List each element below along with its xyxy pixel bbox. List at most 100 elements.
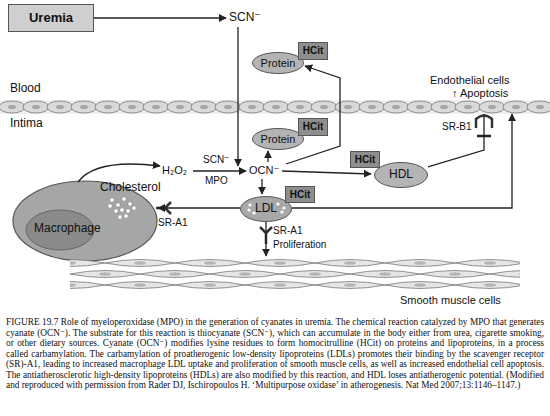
- cell-nucleus: [272, 105, 280, 109]
- endothelial-cell: [431, 101, 457, 113]
- cell-nucleus: [99, 272, 111, 276]
- cell-nucleus: [344, 283, 356, 287]
- ellipse-outline: [253, 129, 304, 150]
- lipoprotein-ellipse: LDL: [240, 196, 292, 222]
- lipid-dot: [280, 210, 283, 213]
- smooth-muscle-cell: [105, 282, 175, 289]
- cell-nucleus: [368, 105, 376, 109]
- band-fill: [0, 100, 550, 114]
- receptor-label: SR-A1: [273, 224, 302, 237]
- flow-arrow: [286, 66, 340, 164]
- ellipse-outline: [241, 197, 292, 222]
- smooth-muscle-cell: [245, 282, 315, 289]
- box-outline: [351, 152, 380, 168]
- cell-nucleus: [274, 283, 286, 287]
- cell-nucleus: [440, 105, 448, 109]
- receptor-symbol: [156, 202, 171, 214]
- hcit-tag: HCit: [298, 118, 328, 136]
- endothelial-cell: [263, 101, 289, 113]
- cell-nucleus: [484, 283, 496, 287]
- cell-nucleus: [80, 105, 88, 109]
- cell-nucleus: [414, 261, 426, 265]
- lipoprotein-ellipse: HDL: [374, 162, 428, 188]
- cell-nucleus: [70, 261, 76, 265]
- cell-nucleus: [224, 105, 232, 109]
- endothelial-cell: [335, 101, 361, 113]
- connector-arrow: [428, 114, 484, 167]
- cell-nucleus: [274, 261, 286, 265]
- smooth-muscle-cell: [420, 271, 490, 278]
- cell-nucleus: [56, 105, 64, 109]
- receptor-symbol: [476, 116, 492, 129]
- ellipse-outline: [375, 163, 428, 188]
- box-outline: [299, 119, 328, 136]
- cell-nucleus: [309, 272, 321, 276]
- node-text: Protein: [261, 133, 296, 146]
- smooth-muscle-cell: [280, 271, 350, 278]
- endothelial-cell: [167, 101, 193, 113]
- smooth-muscle-cell: [315, 282, 385, 289]
- endothelial-cell: [359, 101, 385, 113]
- smooth-muscle-cell: [210, 271, 280, 278]
- condition-box: Uremia: [8, 4, 94, 32]
- node-text: Endothelial cells: [430, 74, 510, 87]
- hcit-tag: HCit: [298, 42, 328, 60]
- smooth-muscle-cell: [105, 260, 175, 267]
- cholesterol-droplet: [108, 204, 112, 208]
- smooth-muscle-cell: [175, 260, 245, 267]
- ellipse-outline: [253, 53, 304, 74]
- cell-nucleus: [152, 105, 160, 109]
- cell-nucleus: [484, 261, 496, 265]
- endothelial-cell: [527, 101, 550, 113]
- flow-arrow: [282, 171, 371, 174]
- node-text: HCit: [303, 45, 324, 57]
- smooth-muscle-cell: [175, 282, 245, 289]
- receptor-label: SR-A1: [158, 216, 187, 229]
- cholesterol-droplet: [128, 202, 132, 206]
- shape-outline: [70, 256, 520, 292]
- ion-label: OCN⁻: [249, 164, 279, 177]
- smooth-muscle-cell: [70, 271, 140, 278]
- protein-ellipse: Protein: [252, 128, 304, 150]
- node-text: HCit: [303, 121, 324, 133]
- cell-nucleus: [344, 105, 352, 109]
- connector-arrow: [265, 222, 266, 256]
- cell-nucleus: [414, 283, 426, 287]
- smooth-muscle-cell: [455, 260, 520, 267]
- cell-nucleus: [248, 105, 256, 109]
- cholesterol-droplet: [114, 209, 118, 213]
- endothelial-cell: [47, 101, 73, 113]
- macrophage-cell: CholesterolMacrophage: [12, 180, 158, 262]
- box-outline: [286, 187, 315, 203]
- receptor-label: SR-B1: [442, 120, 471, 133]
- cholesterol-droplet: [120, 208, 124, 212]
- endothelial-cell: [311, 101, 337, 113]
- figure-caption: FIGURE 19.7 Role of myeloperoxidase (MPO…: [6, 317, 544, 391]
- cell-nucleus: [392, 105, 400, 109]
- box-outline: [299, 43, 328, 60]
- smooth-muscle-cell: [490, 271, 520, 278]
- endothelial-cell: [215, 101, 241, 113]
- flow-arrow: [237, 27, 238, 166]
- cell-nucleus: [200, 105, 208, 109]
- smooth-muscle-cell: [385, 260, 455, 267]
- smooth-muscle-cell: [385, 282, 455, 289]
- cell-nucleus: [176, 105, 184, 109]
- cholesterol-droplet: [118, 215, 122, 219]
- flow-arrow: [78, 164, 160, 182]
- cell-nucleus: [296, 105, 304, 109]
- endothelial-cell: [503, 101, 529, 113]
- cholesterol-droplet: [116, 203, 120, 207]
- cell-nucleus: [416, 105, 424, 109]
- cell-nucleus: [344, 261, 356, 265]
- compartment-label: Blood: [10, 82, 41, 95]
- node-text: HCit: [290, 189, 311, 201]
- cell-nucleus: [32, 105, 40, 109]
- cell-nucleus: [134, 261, 146, 265]
- cholesterol-droplet: [122, 197, 126, 201]
- smooth-muscle-cell: [140, 271, 210, 278]
- cell-nucleus: [519, 272, 520, 276]
- cholesterol-droplet: [126, 209, 130, 213]
- cholesterol-droplet: [124, 214, 128, 218]
- cell-nucleus: [204, 261, 216, 265]
